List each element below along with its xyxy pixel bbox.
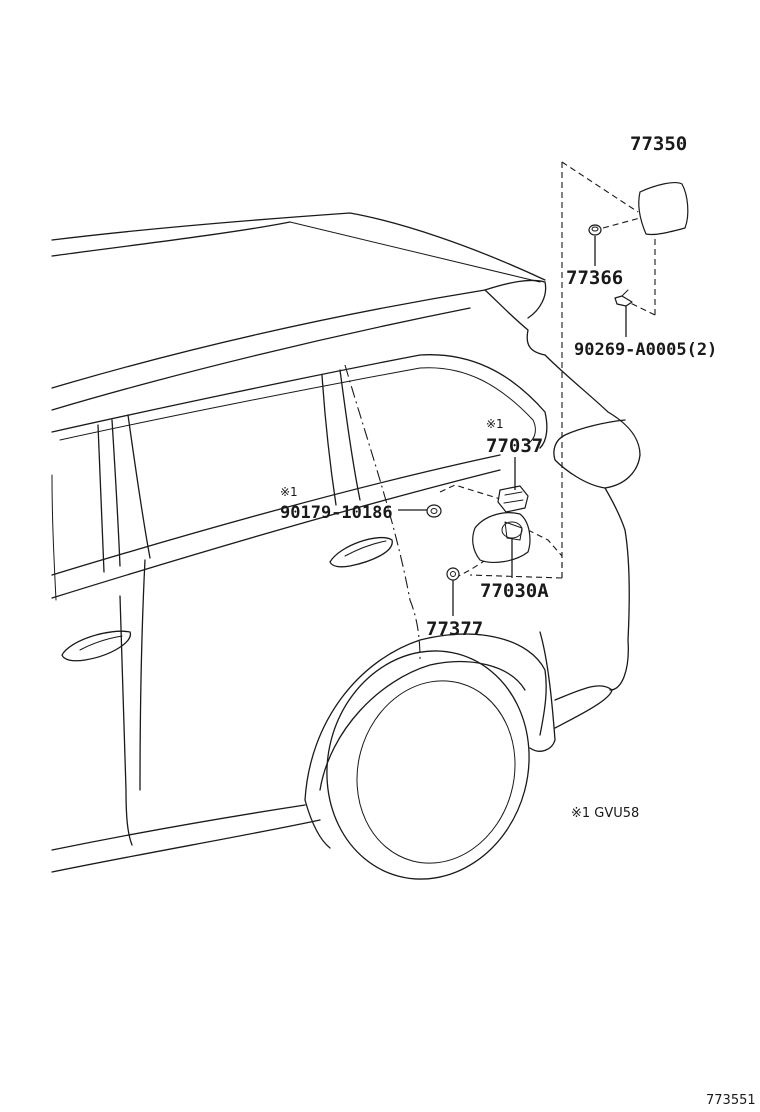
label-77037[interactable]: 77037 xyxy=(486,435,543,457)
assembly-boundary xyxy=(439,161,656,579)
label-77037-note-mark: ※1 xyxy=(486,417,504,431)
housing-77030a[interactable] xyxy=(472,512,531,563)
grommet-77377[interactable] xyxy=(446,567,460,581)
label-90179-note-mark: ※1 xyxy=(280,485,298,499)
label-77030a[interactable]: 77030A xyxy=(480,580,549,602)
label-77377[interactable]: 77377 xyxy=(426,618,483,640)
label-90179-10186[interactable]: 90179-10186 xyxy=(280,503,393,523)
hinge-77037[interactable] xyxy=(497,485,529,513)
label-77350[interactable]: 77350 xyxy=(630,133,687,155)
vehicle-body-outline xyxy=(51,212,641,880)
fuel-lid-77350[interactable] xyxy=(638,181,689,236)
footnote-gvu58: ※1 GVU58 xyxy=(571,806,639,821)
cushion-77366[interactable] xyxy=(588,224,602,236)
nut-90179[interactable] xyxy=(426,504,442,518)
leader-lines xyxy=(398,236,627,616)
clip-90269[interactable] xyxy=(614,289,633,307)
figure-id: 773551 xyxy=(706,1093,756,1108)
label-90269-a0005[interactable]: 90269-A0005(2) xyxy=(574,340,717,360)
label-77366[interactable]: 77366 xyxy=(566,267,623,289)
